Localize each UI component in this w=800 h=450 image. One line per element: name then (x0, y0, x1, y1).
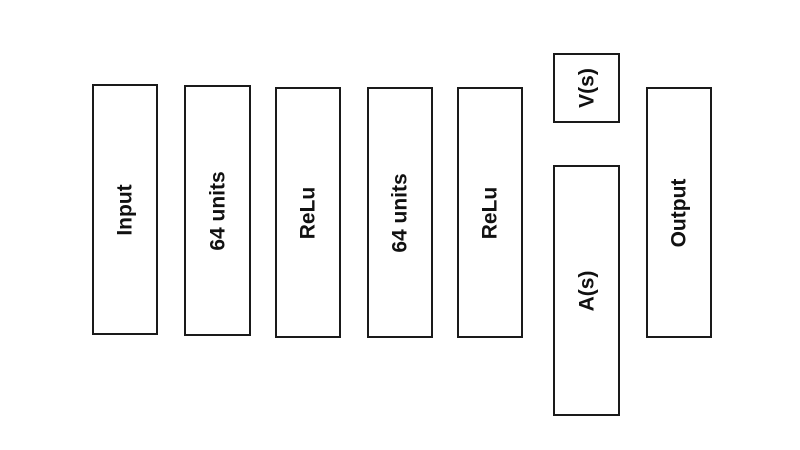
advantage-stream-label: A(s) (575, 270, 598, 311)
dense-layer-2-label: 64 units (388, 172, 412, 253)
relu-layer-1-label: ReLu (296, 186, 320, 239)
relu-layer-2-label: ReLu (478, 186, 502, 239)
dense-layer-1-label: 64 units (206, 170, 229, 251)
output-layer-box: Output (646, 87, 712, 338)
dense-layer-1-box: 64 units (184, 85, 251, 336)
input-layer-label: Input (113, 183, 137, 236)
output-layer-label: Output (667, 178, 691, 247)
advantage-stream-box: A(s) (553, 165, 620, 416)
relu-layer-1-box: ReLu (275, 87, 341, 338)
value-stream-label: V(s) (575, 68, 598, 108)
dense-layer-2-box: 64 units (367, 87, 433, 338)
value-stream-box: V(s) (553, 53, 620, 123)
relu-layer-2-box: ReLu (457, 87, 523, 338)
input-layer-box: Input (92, 84, 158, 335)
